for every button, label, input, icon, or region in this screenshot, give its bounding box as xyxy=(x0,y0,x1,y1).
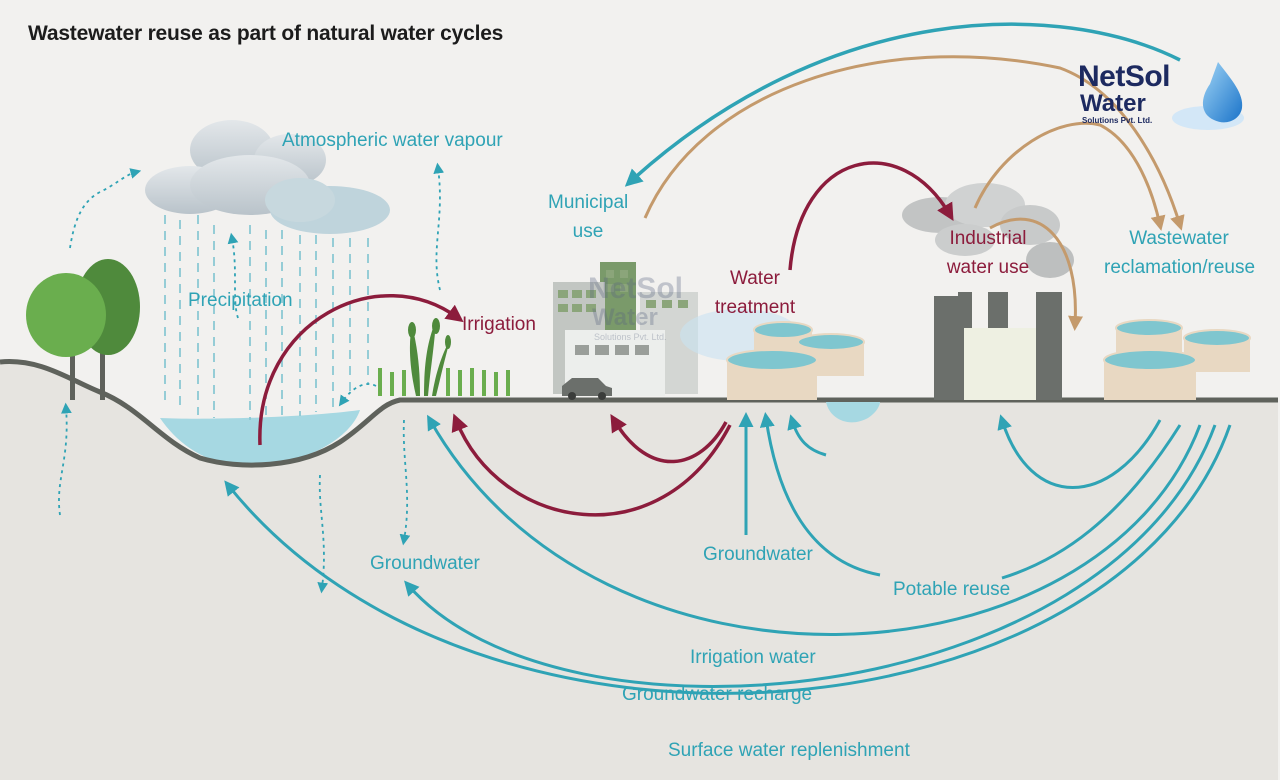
crops xyxy=(378,318,510,396)
reclamation-tanks xyxy=(1103,319,1251,400)
watermark-line3: Solutions Pvt. Ltd. xyxy=(594,332,667,342)
logo-droplet-icon xyxy=(1172,62,1244,130)
label-irrigation-water: Irrigation water xyxy=(690,647,816,668)
diagram-title: Wastewater reuse as part of natural wate… xyxy=(28,22,504,45)
label-water-treatment-line1: Water xyxy=(730,268,780,289)
label-wastewater-reclamation-line2: reclamation/reuse xyxy=(1104,257,1256,278)
label-potable-reuse: Potable reuse xyxy=(893,579,1011,600)
label-wastewater-reclamation: Wastewater reclamation/reuse xyxy=(1104,224,1256,282)
label-industrial-water-use: Industrial water use xyxy=(940,224,1036,282)
underground-teal-arrows xyxy=(224,412,1232,695)
label-groundwater-recharge: Groundwater recharge xyxy=(622,684,813,705)
label-municipal-use-line1: Municipal xyxy=(548,192,629,213)
label-groundwater-center: Groundwater xyxy=(703,544,813,565)
label-atmospheric-water-vapour: Atmospheric water vapour xyxy=(282,130,503,151)
car xyxy=(562,378,612,396)
logo-line3: Solutions Pvt. Ltd. xyxy=(1082,116,1153,125)
surface-teal-arrows xyxy=(624,22,1181,187)
label-industrial-water-use-line2: water use xyxy=(946,257,1030,278)
municipal-buildings xyxy=(553,262,698,400)
netsol-logo: NetSol Water Solutions Pvt. Ltd. xyxy=(1078,60,1258,130)
logo-line2: Water xyxy=(1080,90,1146,117)
label-surface-water-replenishment: Surface water replenishment xyxy=(668,740,910,761)
watermark-logo: NetSol Water Solutions Pvt. Ltd. xyxy=(588,272,708,372)
label-water-treatment: Water treatment xyxy=(710,264,800,322)
trees xyxy=(26,259,140,400)
label-groundwater-left: Groundwater xyxy=(370,553,480,574)
label-precipitation: Precipitation xyxy=(188,290,293,311)
label-water-treatment-line2: treatment xyxy=(714,297,796,318)
watermark-line1: NetSol xyxy=(588,272,684,305)
maroon-flow-arrows xyxy=(258,161,954,517)
logo-line1: NetSol xyxy=(1078,60,1171,93)
ground-line xyxy=(0,359,1278,468)
label-municipal-use: Municipal use xyxy=(548,188,628,246)
label-irrigation: Irrigation xyxy=(462,314,536,335)
treatment-tanks xyxy=(680,309,865,400)
factory xyxy=(902,183,1074,400)
label-industrial-water-use-line1: Industrial xyxy=(949,228,1027,249)
watermark-line2: Water xyxy=(592,304,658,331)
tan-flow-arrows xyxy=(643,55,1185,331)
label-wastewater-reclamation-line1: Wastewater xyxy=(1129,228,1229,249)
underground-pocket xyxy=(826,402,880,423)
rain xyxy=(164,215,369,420)
label-municipal-use-line2: use xyxy=(572,221,604,242)
ground-fill xyxy=(0,361,1278,780)
rain-cloud xyxy=(145,120,390,234)
